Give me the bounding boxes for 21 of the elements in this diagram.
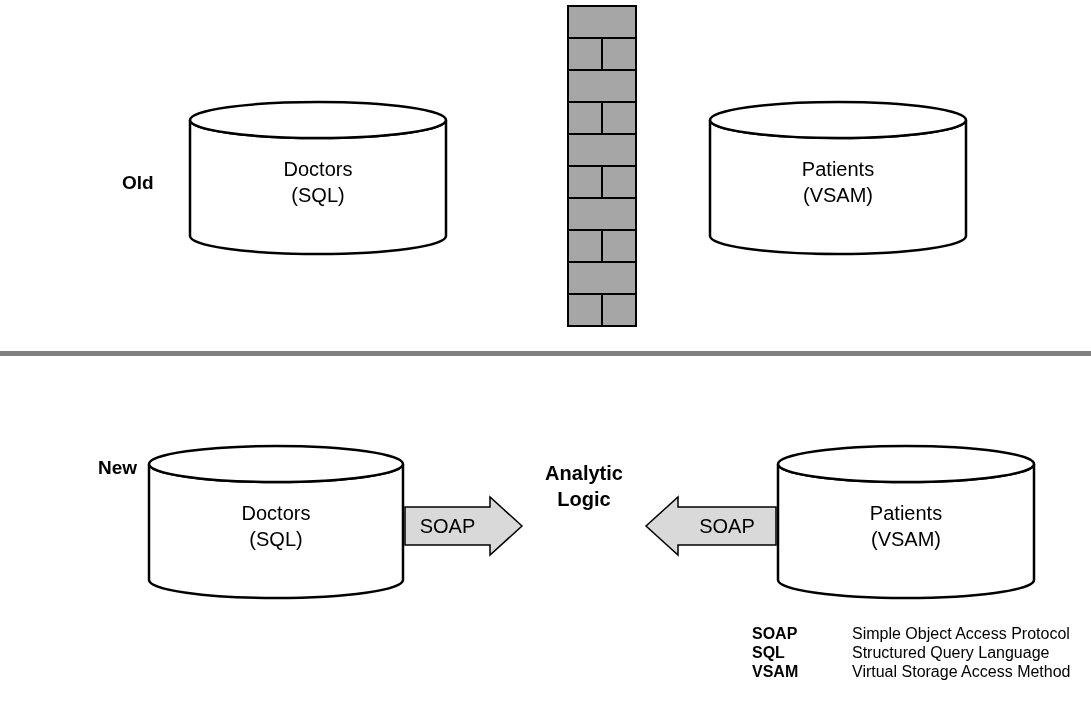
database-label: Patients (VSAM) [800,157,876,208]
abbreviation-definition: Virtual Storage Access Method [852,663,1071,681]
section-label: Old [122,172,154,194]
abbreviation: VSAM [752,663,799,681]
database-cylinder [708,100,968,256]
abbreviation: SOAP [752,625,798,643]
edge-label: SOAP [419,514,476,538]
database-cylinder [147,444,405,600]
database-label: Patients (VSAM) [868,501,944,552]
abbreviation: SQL [752,644,785,662]
database-cylinder [776,444,1036,600]
abbreviation-definition: Simple Object Access Protocol [852,625,1070,643]
database-cylinder [188,100,448,256]
database-label: Doctors (SQL) [240,501,312,552]
component-label: Analytic Logic [544,461,624,512]
block-arrow [644,495,777,557]
edge-label: SOAP [699,514,755,538]
block-arrow [404,495,524,557]
abbreviation-definition: Structured Query Language [852,644,1050,662]
database-label: Doctors (SQL) [282,157,354,208]
section-label: New [98,457,138,479]
